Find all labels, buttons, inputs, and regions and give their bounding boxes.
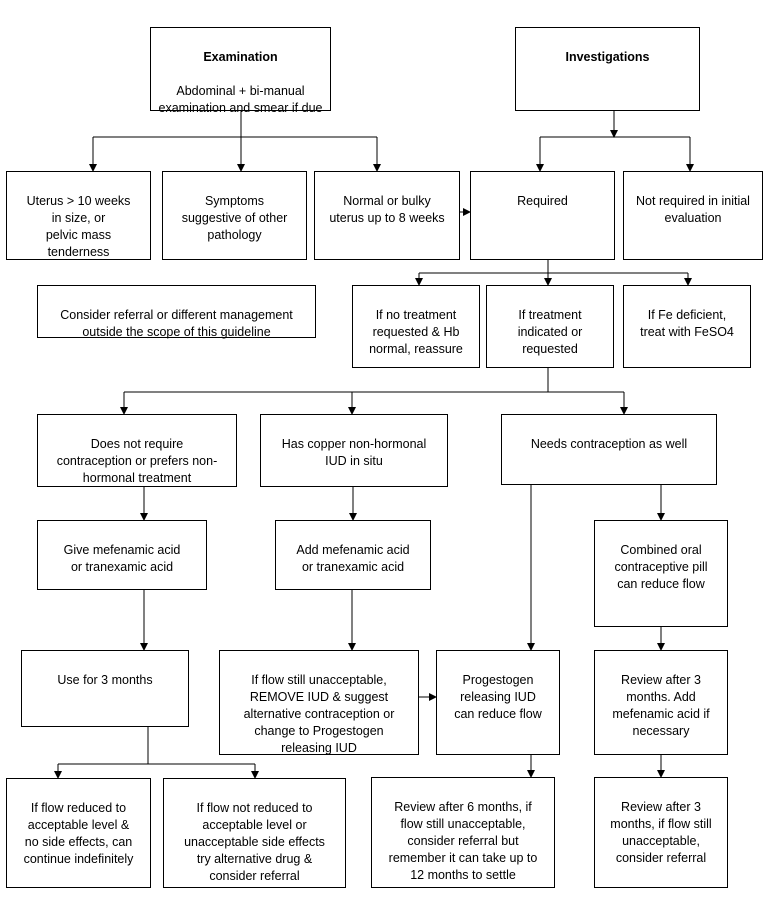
give-mefenamic-box: Give mefenamic acid or tranexamic acid (37, 520, 207, 590)
examination-box: Examination Abdominal + bi-manual examin… (150, 27, 331, 115)
required-text: Required (517, 194, 568, 208)
not-required-text: Not required in initial evaluation (636, 194, 750, 225)
not-required-box: Not required in initial evaluation (623, 171, 763, 260)
examination-title: Examination (203, 50, 278, 64)
no-treatment-text: If no treatment requested & Hb normal, r… (369, 308, 463, 356)
use-3-months-box: Use for 3 months (21, 650, 189, 727)
review-3-add-text: Review after 3 months. Add mefenamic aci… (612, 673, 710, 738)
give-mefenamic-text: Give mefenamic acid or tranexamic acid (63, 543, 181, 574)
add-mefenamic-box: Add mefenamic acid or tranexamic acid (275, 520, 431, 590)
needs-contraception-box: Needs contraception as well (501, 414, 717, 485)
flow-not-reduced-text: If flow not reduced to acceptable level … (184, 801, 325, 883)
review-6-months-box: Review after 6 months, if flow still una… (371, 777, 555, 888)
needs-contraception-text: Needs contraception as well (530, 437, 688, 451)
no-treatment-box: If no treatment requested & Hb normal, r… (352, 285, 480, 368)
symptoms-pathology-text: Symptoms suggestive of other pathology (181, 194, 288, 242)
no-contraception-text: Does not require contraception or prefer… (56, 437, 218, 485)
uterus-10-weeks-text: Uterus > 10 weeks in size, or pelvic mas… (26, 194, 131, 259)
consider-referral-box: Consider referral or different managemen… (37, 285, 316, 339)
flow-reduced-text: If flow reduced to acceptable level & no… (23, 801, 134, 866)
remove-iud-text: If flow still unacceptable, REMOVE IUD &… (243, 673, 395, 755)
use-3-months-text: Use for 3 months (57, 673, 153, 687)
fe-deficient-text: If Fe deficient, treat with FeSO4 (640, 308, 734, 339)
review-3-add-box: Review after 3 months. Add mefenamic aci… (594, 650, 728, 755)
copper-iud-text: Has copper non-hormonal IUD in situ (281, 437, 427, 468)
uterus-10-weeks-box: Uterus > 10 weeks in size, or pelvic mas… (6, 171, 151, 260)
review-3-referral-text: Review after 3 months, if flow still una… (610, 800, 712, 865)
normal-bulky-text: Normal or bulky uterus up to 8 weeks (329, 194, 445, 225)
combined-pill-text: Combined oral contraceptive pill can red… (614, 543, 708, 591)
progestogen-iud-box: Progestogen releasing IUD can reduce flo… (436, 650, 560, 755)
progestogen-iud-text: Progestogen releasing IUD can reduce flo… (454, 673, 542, 721)
investigations-box: Investigations (515, 27, 700, 111)
normal-bulky-box: Normal or bulky uterus up to 8 weeks (314, 171, 460, 260)
copper-iud-box: Has copper non-hormonal IUD in situ (260, 414, 448, 487)
treatment-indicated-text: If treatment indicated or requested (517, 308, 583, 356)
treatment-indicated-box: If treatment indicated or requested (486, 285, 614, 368)
flow-not-reduced-box: If flow not reduced to acceptable level … (163, 778, 346, 888)
investigations-title: Investigations (565, 50, 650, 64)
flow-reduced-box: If flow reduced to acceptable level & no… (6, 778, 151, 888)
required-box: Required (470, 171, 615, 260)
review-3-referral-box: Review after 3 months, if flow still una… (594, 777, 728, 888)
examination-text: Abdominal + bi-manual examination and sm… (158, 84, 323, 115)
review-6-months-text: Review after 6 months, if flow still una… (388, 800, 538, 882)
fe-deficient-box: If Fe deficient, treat with FeSO4 (623, 285, 751, 368)
no-contraception-box: Does not require contraception or prefer… (37, 414, 237, 487)
add-mefenamic-text: Add mefenamic acid or tranexamic acid (296, 543, 410, 574)
remove-iud-box: If flow still unacceptable, REMOVE IUD &… (219, 650, 419, 755)
symptoms-pathology-box: Symptoms suggestive of other pathology (162, 171, 307, 260)
consider-referral-text: Consider referral or different managemen… (60, 308, 293, 339)
combined-pill-box: Combined oral contraceptive pill can red… (594, 520, 728, 627)
